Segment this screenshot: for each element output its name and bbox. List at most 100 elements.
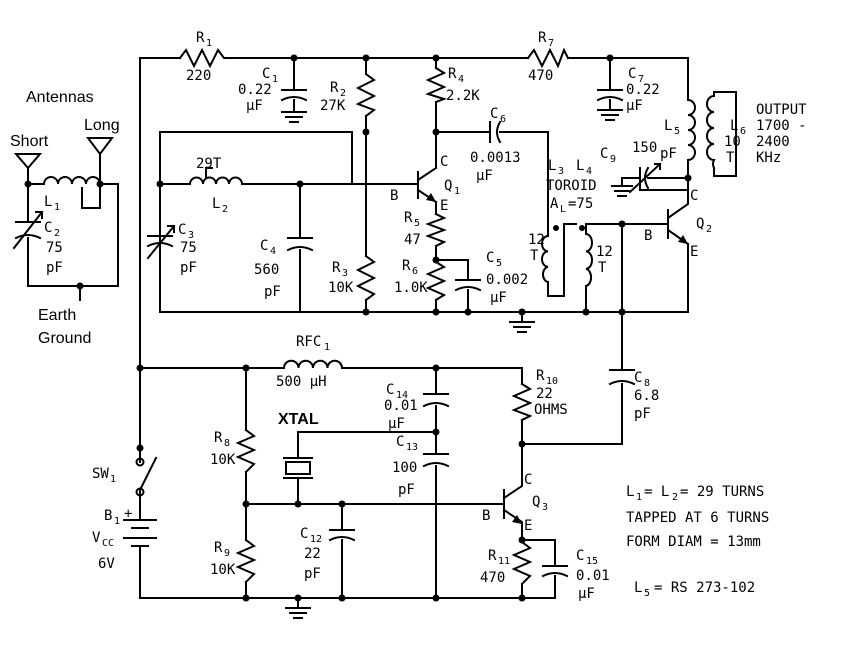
r5-value: 47 [404, 232, 421, 248]
inductor-l6 [706, 94, 716, 170]
l4-t: T [598, 260, 607, 276]
c5-unit: µF [490, 290, 507, 306]
c5-ref: C [486, 250, 494, 266]
c14-value: 0.01 [384, 398, 418, 414]
resistor-r6 [425, 260, 447, 302]
l6-sub: 6 [740, 126, 746, 137]
switch-sw1 [135, 456, 158, 497]
l6-t: T [726, 150, 735, 166]
note-line4-sub: 5 [644, 588, 650, 599]
c14-sub: 14 [396, 390, 408, 401]
c12-unit: pF [304, 566, 321, 582]
output-label: OUTPUT [756, 102, 807, 118]
r11-ref: R [488, 548, 497, 564]
l1-ref: L [44, 194, 52, 210]
r4-value: 2.2K [446, 88, 480, 104]
r8-ref: R [214, 430, 223, 446]
c4-sub: 4 [270, 246, 276, 257]
r7-sub: 7 [548, 38, 554, 49]
r6-ref: R [402, 258, 411, 274]
q2-ref: Q [696, 216, 704, 232]
c15-ref: C [576, 548, 584, 564]
c15-value: 0.01 [576, 568, 610, 584]
c12-value: 22 [304, 546, 321, 562]
c1-unit: µF [246, 98, 263, 114]
l3-t: T [530, 248, 539, 264]
antenna-long-icon [86, 137, 114, 169]
c7-value: 0.22 [626, 82, 660, 98]
c13-ref: C [396, 434, 404, 450]
r10-ref: R [536, 368, 545, 384]
r11-sub: 11 [498, 556, 510, 567]
c8-ref: C [634, 370, 642, 386]
note-line2: TAPPED AT 6 TURNS [626, 510, 769, 526]
c6-ref: C [490, 106, 498, 122]
sw1-ref: SW [92, 466, 109, 482]
q1-pin-e: E [440, 198, 448, 214]
r7-ref: R [538, 30, 547, 46]
resistor-r10 [511, 382, 533, 422]
c15-unit: µF [578, 586, 595, 602]
c13-unit: pF [398, 482, 415, 498]
r5-sub: 5 [414, 218, 420, 229]
note-line1-c: = 29 TURNS [680, 484, 764, 500]
note-line1-a: L [626, 484, 634, 500]
r3-ref: R [332, 260, 341, 276]
labels: Antennas Short Long Earth Ground L 1 C 2… [10, 30, 807, 602]
capacitor-c12 [328, 529, 356, 542]
q1-pin-c: C [440, 154, 448, 170]
c6-sub: 6 [500, 114, 506, 125]
rfc1-value: 500 µH [276, 374, 327, 390]
capacitor-c14 [422, 393, 450, 408]
toroid-label: TOROID [546, 178, 597, 194]
c3-sub: 3 [188, 230, 194, 241]
l6-turns: 10 [724, 134, 741, 150]
ground-c1 [281, 111, 307, 123]
l2-sub: 2 [222, 204, 228, 215]
r3-sub: 3 [342, 268, 348, 279]
c2-sub: 2 [54, 228, 60, 239]
l4-ref: L [576, 158, 584, 174]
capacitor-c5 [454, 279, 482, 292]
transistor-q3 [502, 477, 523, 529]
r1-sub: 1 [206, 38, 212, 49]
vcc-sub: CC [102, 538, 114, 549]
r9-ref: R [214, 540, 223, 556]
c7-sub: 7 [638, 74, 644, 85]
q3-pin-b: B [482, 508, 490, 524]
r1-ref: R [196, 30, 205, 46]
ground-c7 [597, 109, 623, 121]
inductor-l3 [541, 225, 559, 284]
b1-ref: B [104, 508, 112, 524]
r5-ref: R [404, 210, 413, 226]
r4-ref: R [448, 66, 457, 82]
ground-main [509, 321, 535, 333]
l4-turns: 12 [596, 244, 613, 260]
inductor-rfc1 [282, 359, 344, 370]
resistor-r11 [511, 540, 533, 586]
output-range-1: 1700 - [756, 118, 807, 134]
l4-sub: 4 [586, 166, 592, 177]
capacitor-c1 [280, 89, 308, 102]
wires [27, 57, 737, 609]
r10-value: 22 [536, 386, 553, 402]
resistor-r5 [425, 212, 447, 248]
l2-turns: 29T [196, 156, 222, 172]
c6-value: 0.0013 [470, 150, 521, 166]
output-unit: KHz [756, 150, 781, 166]
c7-unit: µF [626, 98, 643, 114]
ground-c9 [611, 177, 633, 197]
r2-sub: 2 [340, 88, 346, 99]
q3-sub: 3 [542, 502, 548, 513]
rfc1-sub: 1 [324, 342, 330, 353]
antenna-short-icon [13, 153, 43, 170]
r4-sub: 4 [458, 74, 464, 85]
rfc1-ref: RFC [296, 334, 321, 350]
earth-ground-label-2: Ground [38, 330, 91, 347]
antennas-title: Antennas [26, 89, 94, 106]
variable-capacitor-c3 [146, 183, 176, 313]
capacitor-c7 [596, 89, 624, 102]
vcc-ref: V [92, 530, 101, 546]
c1-sub: 1 [272, 74, 278, 85]
c8-sub: 8 [644, 378, 650, 389]
